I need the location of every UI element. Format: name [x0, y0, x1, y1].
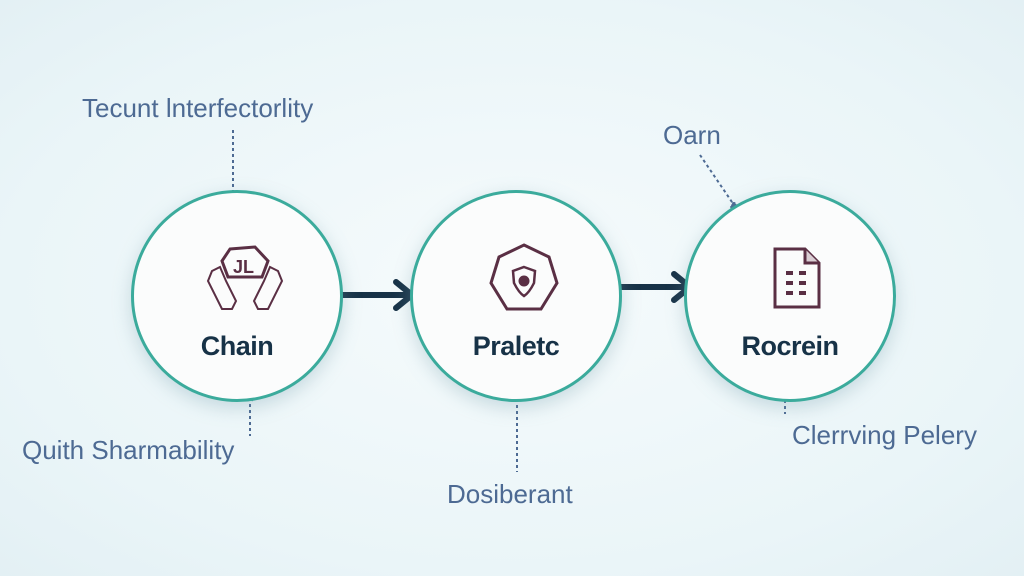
node-rocrein: Rocrein: [684, 190, 896, 402]
shield-hexagon-icon: [489, 243, 559, 311]
annotation-bottom-left: Quith Sharmability: [22, 435, 235, 465]
node-praletc: Praletc: [410, 190, 622, 402]
annotation-bottom-middle: Dosiberant: [447, 479, 573, 509]
annotation-top-left: Tecunt lnterfectorlity: [82, 93, 314, 123]
document-icon: [773, 247, 821, 309]
arrow-1: [331, 279, 415, 311]
node-chain: JL Chain: [131, 190, 343, 402]
arrow-2: [611, 271, 693, 303]
node-label: Rocrein: [741, 331, 839, 361]
annotation-bottom-right: Clerrving Pelery: [792, 420, 977, 450]
node-label: Praletc: [472, 331, 560, 361]
svg-text:JL: JL: [233, 257, 254, 277]
hands-hexagon-icon: JL: [206, 245, 284, 310]
annotation-top-right: Oarn: [663, 120, 721, 150]
connector-top-right: [699, 154, 735, 206]
node-label: Chain: [200, 331, 274, 361]
